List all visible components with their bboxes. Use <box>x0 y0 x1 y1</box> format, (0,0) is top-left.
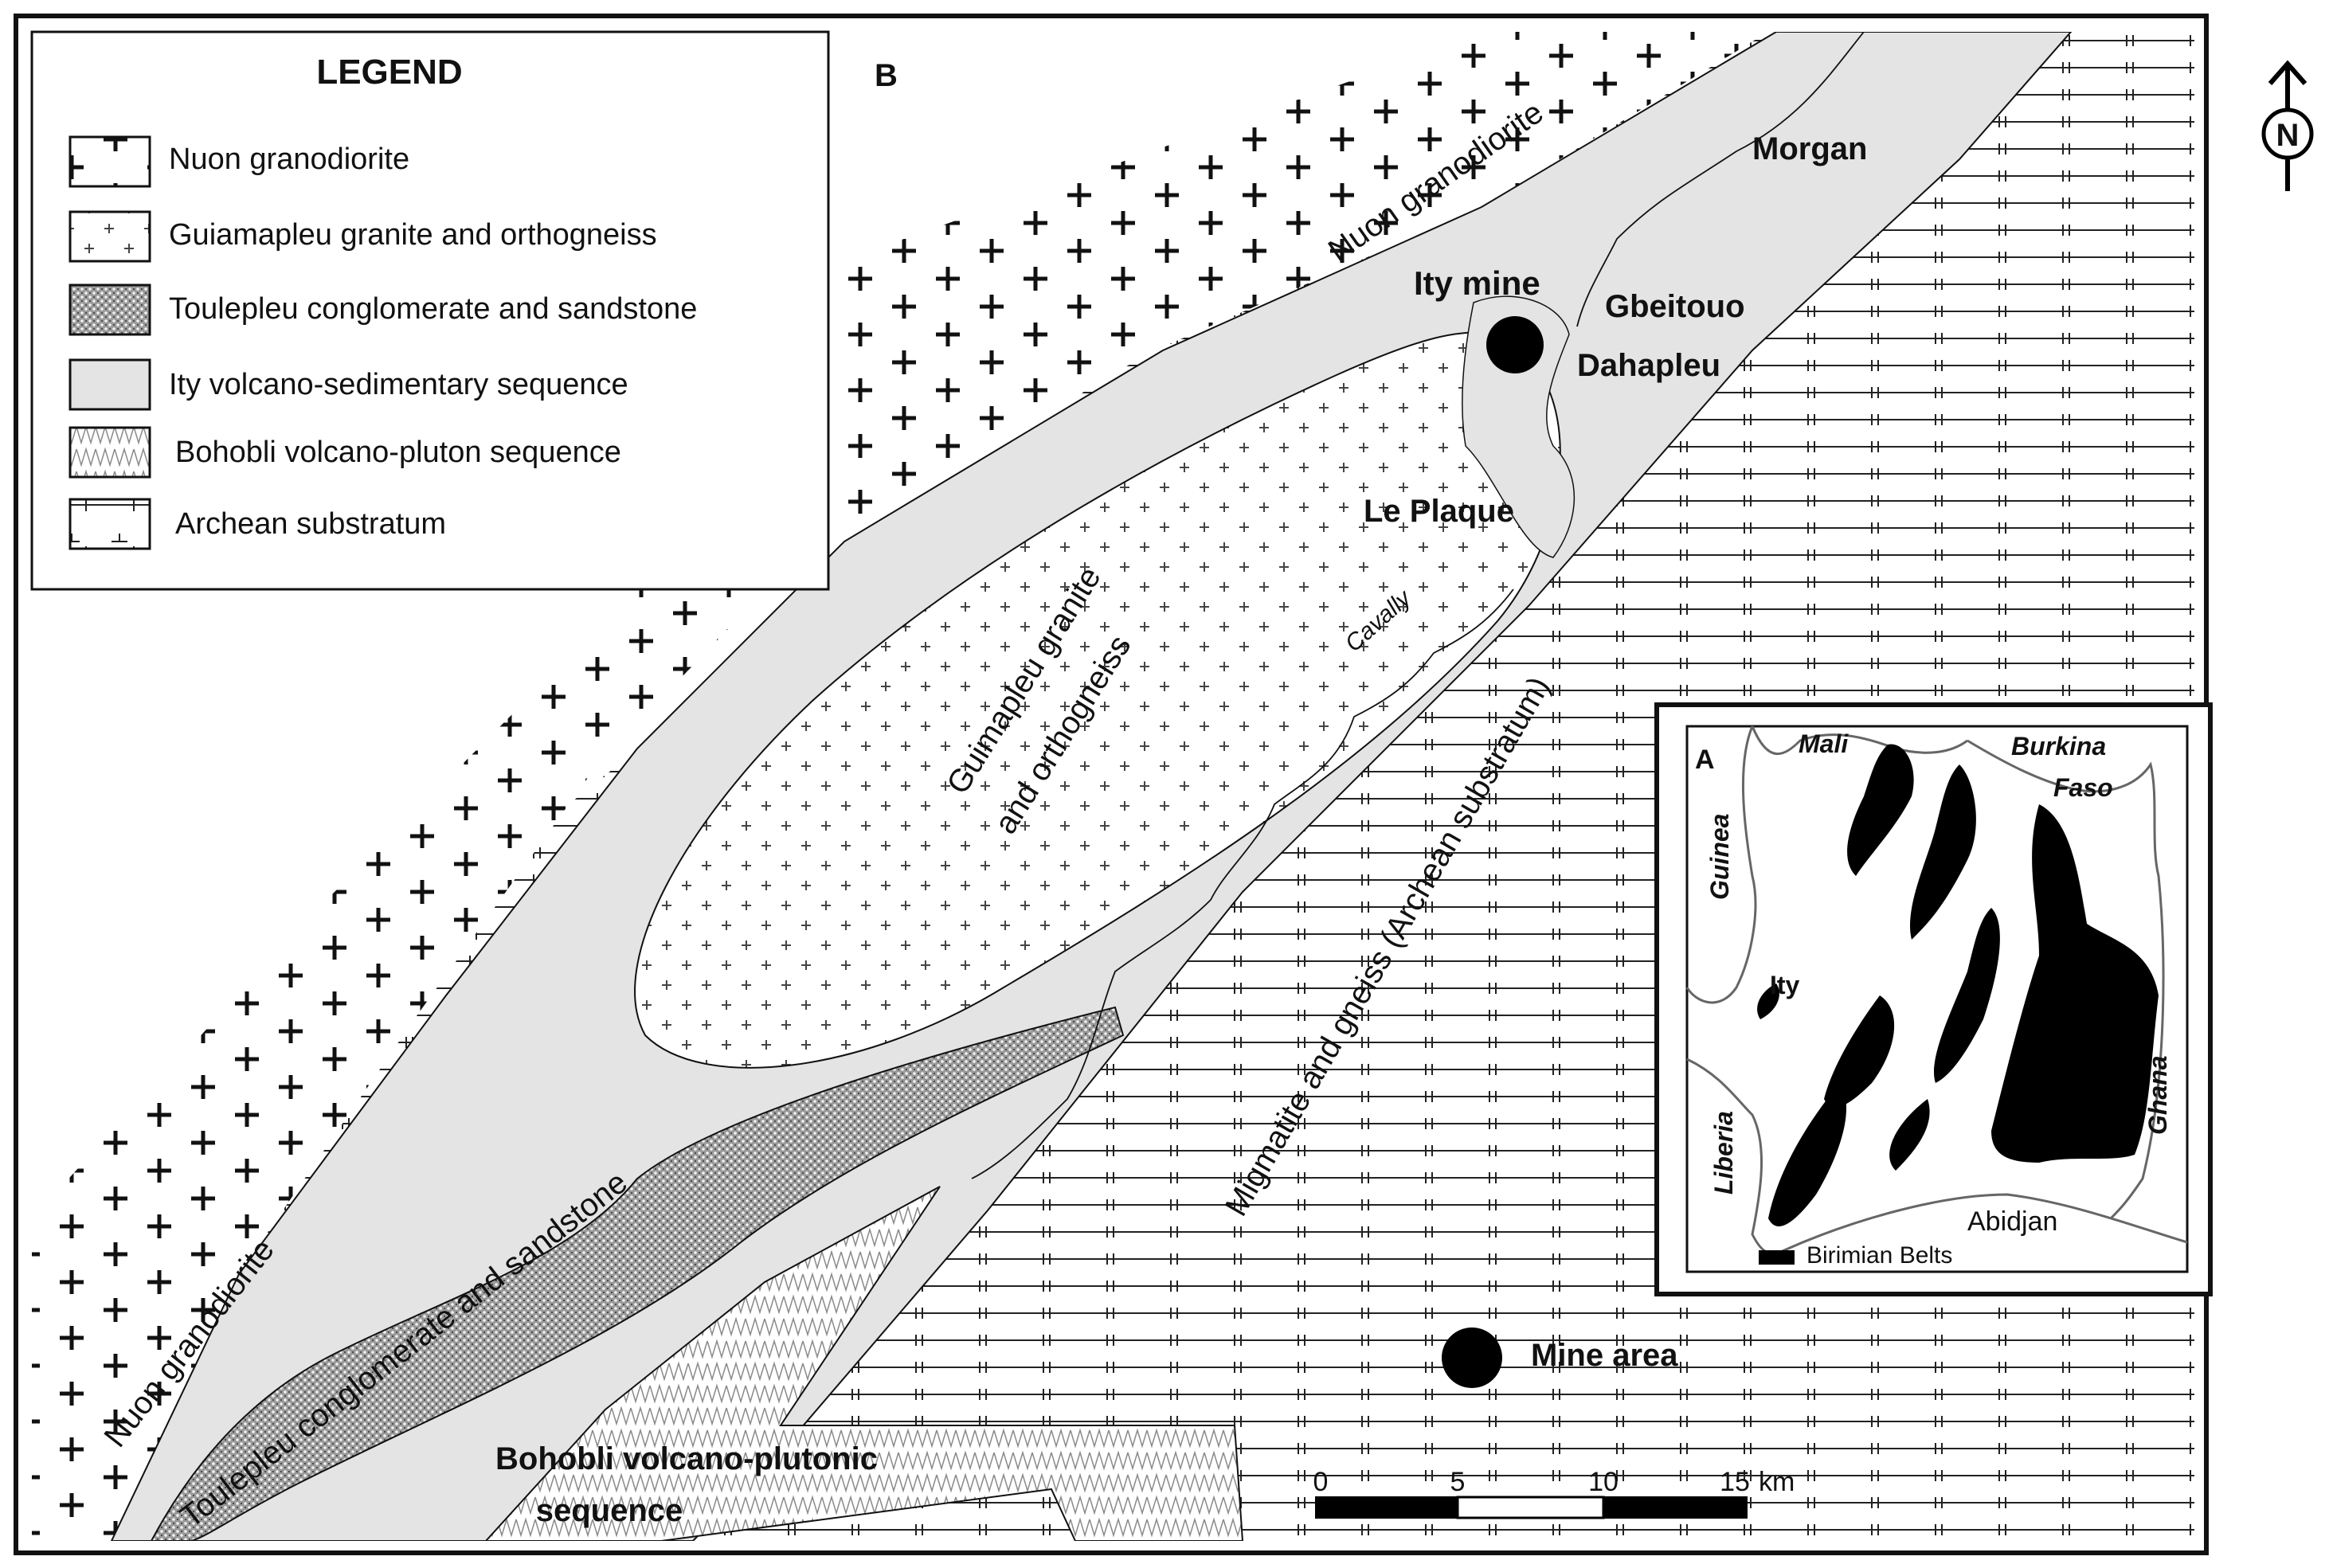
legend-title: LEGEND <box>316 53 462 92</box>
inset-label-ity: Ity <box>1770 971 1800 999</box>
legend-item-toulepleu: Toulepleu conglomerate and sandstone <box>68 283 697 336</box>
inset-belt-1 <box>1847 744 1914 876</box>
legend-item-bohobli: Bohobli volcano-pluton sequence <box>68 426 621 479</box>
north-arrow-circle <box>2261 108 2314 160</box>
scale-seg-3 <box>1603 1496 1748 1519</box>
inset-border-liberia <box>1686 1058 1785 1255</box>
inset-label-liberia: Liberia <box>1709 1111 1738 1195</box>
label-bohobli-1: Bohobli volcano-plutonic <box>495 1441 878 1476</box>
legend: LEGEND Nuon granodiorite Guiamapleu gran… <box>30 30 830 591</box>
scale-tick-0: 0 <box>1313 1467 1329 1497</box>
inset-border-ghana-burkina <box>1967 739 2165 1220</box>
inset-belt-7 <box>1889 1099 1930 1171</box>
inset-legend-label: Birimian Belts <box>1806 1242 1952 1269</box>
legend-item-guiamapleu: Guiamapleu granite and orthogneiss <box>68 210 657 263</box>
legend-label-archean: Archean substratum <box>175 507 446 541</box>
inset-belt-4 <box>1934 908 2000 1083</box>
scale-bar: 0 5 10 15 km <box>1313 1467 1795 1519</box>
inset-label-burkina: Burkina <box>2011 732 2106 761</box>
panel-label-b: B <box>875 58 898 93</box>
legend-label-guiamapleu: Guiamapleu granite and orthogneiss <box>169 218 657 252</box>
legend-swatch-ity <box>68 358 151 411</box>
legend-item-ity: Ity volcano-sedimentary sequence <box>68 358 628 411</box>
inset-map: A Mali Burkina Faso Guinea Liberia Ghana… <box>1654 702 2213 1296</box>
legend-label-nuon: Nuon granodiorite <box>169 143 409 176</box>
mine-area-symbol <box>1442 1328 1502 1388</box>
north-arrow: N <box>2261 60 2314 191</box>
scale-unit: km <box>1759 1467 1795 1497</box>
bohobli-volcano-pluton-area <box>484 1186 1244 1541</box>
mine-area-label: Mine area <box>1531 1338 1678 1373</box>
inset-belt-ity <box>1757 983 1779 1019</box>
inset-label-abidjan: Abidjan <box>1967 1206 2057 1237</box>
legend-label-ity: Ity volcano-sedimentary sequence <box>169 368 628 401</box>
morgan-boundary <box>1576 32 1865 327</box>
inset-belt-2 <box>1909 764 1976 940</box>
legend-swatch-guiamapleu <box>68 210 151 263</box>
ity-mine-inlet <box>1462 295 1576 558</box>
inset-belt-5 <box>1824 995 1895 1108</box>
mine-area-legend: Mine area <box>1442 1328 1678 1388</box>
inset-label-faso: Faso <box>2053 773 2113 802</box>
toulepleu-conglomerate-area <box>150 1006 1125 1541</box>
legend-label-bohobli: Bohobli volcano-pluton sequence <box>175 436 621 469</box>
legend-swatch-bohobli <box>68 426 151 479</box>
inset-legend-swatch <box>1759 1250 1795 1265</box>
legend-swatch-archean <box>68 498 151 550</box>
label-ity-mine: Ity mine <box>1414 264 1540 302</box>
north-arrow-head <box>2268 60 2307 85</box>
scale-tick-5: 5 <box>1450 1467 1466 1497</box>
label-morgan: Morgan <box>1752 131 1867 166</box>
inset-belt-3 <box>1991 804 2159 1163</box>
label-gbeitouo: Gbeitouo <box>1605 289 1745 324</box>
north-arrow-letter: N <box>2276 118 2300 153</box>
label-bohobli-2: sequence <box>536 1493 683 1528</box>
ity-mine-marker <box>1486 316 1544 373</box>
inset-border-guinea <box>1685 725 1757 1004</box>
cavally-river <box>971 588 1514 1179</box>
inset-border-mali <box>1751 725 1968 756</box>
scale-tick-10: 10 <box>1588 1467 1619 1497</box>
inset-label-ghana: Ghana <box>2143 1055 2172 1135</box>
scale-seg-1 <box>1315 1496 1458 1519</box>
scale-tick-15: 15 <box>1720 1467 1750 1497</box>
label-dahapleu: Dahapleu <box>1577 348 1720 383</box>
inset-coastline <box>1783 1193 2188 1252</box>
guiamapleu-granite-area <box>634 331 1561 1069</box>
inset-label-guinea: Guinea <box>1705 814 1734 900</box>
legend-label-toulepleu: Toulepleu conglomerate and sandstone <box>169 292 697 326</box>
legend-item-archean: Archean substratum <box>68 498 446 550</box>
inset-panel-label: A <box>1695 745 1715 775</box>
legend-swatch-nuon <box>68 135 151 188</box>
inset-belt-6 <box>1768 1083 1847 1226</box>
inset-label-mali: Mali <box>1799 729 1849 758</box>
label-le-plaque: Le Plaque <box>1364 494 1514 529</box>
scale-seg-2 <box>1456 1496 1605 1519</box>
legend-swatch-toulepleu <box>68 283 151 336</box>
nuon-granodiorite-area <box>32 32 1768 1541</box>
legend-box <box>30 30 830 591</box>
legend-item-nuon: Nuon granodiorite <box>68 135 409 188</box>
